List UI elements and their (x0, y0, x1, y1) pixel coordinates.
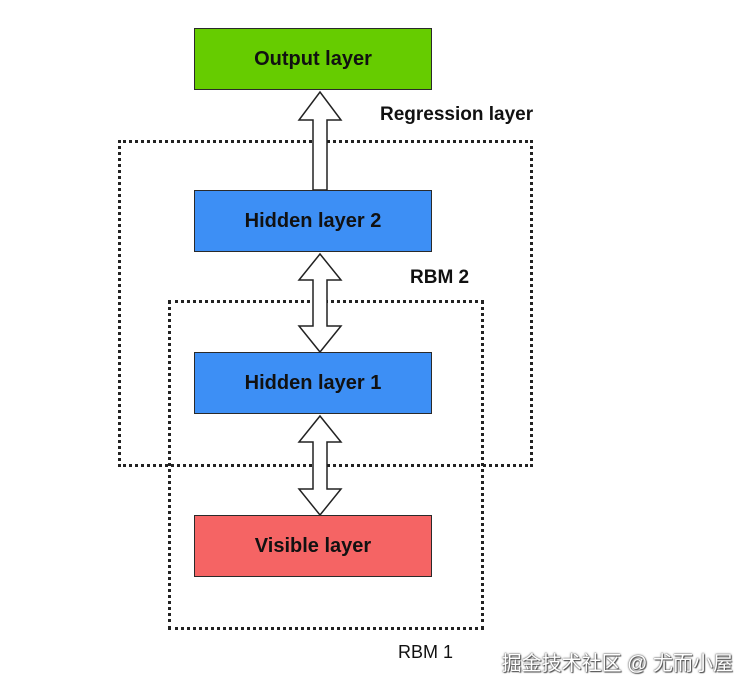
arrow-visible-hidden1 (297, 414, 343, 517)
visible-layer-box: Visible layer (194, 515, 432, 577)
watermark-text: 掘金技术社区 @ 尤而小屋 (501, 653, 733, 675)
hidden-layer-1-label: Hidden layer 1 (244, 371, 382, 394)
hidden-layer-2-box: Hidden layer 2 (194, 190, 432, 252)
regression-layer-label: Regression layer (380, 104, 534, 125)
hidden-layer-2-label: Hidden layer 2 (244, 209, 382, 232)
visible-layer-label: Visible layer (254, 534, 372, 557)
arrow-hidden2-to-output (297, 90, 343, 191)
rbm2-label: RBM 2 (410, 267, 470, 288)
output-layer-label: Output layer (254, 47, 372, 70)
hidden-layer-1-box: Hidden layer 1 (194, 352, 432, 414)
rbm1-label: RBM 1 (398, 642, 454, 662)
output-layer-box: Output layer (194, 28, 432, 90)
arrow-hidden1-hidden2 (297, 252, 343, 354)
